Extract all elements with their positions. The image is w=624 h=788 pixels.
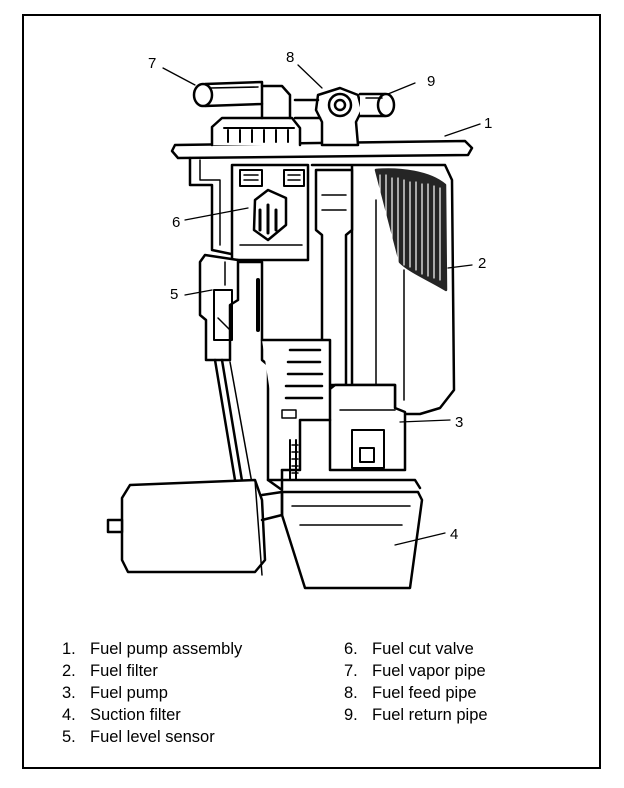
legend-item-fuel-filter: 2.Fuel filter <box>62 662 158 680</box>
legend-item-fuel-pump: 3.Fuel pump <box>62 684 168 702</box>
legend-item-fuel-cut-valve: 6.Fuel cut valve <box>344 640 474 658</box>
suction-filter <box>260 490 424 590</box>
fuel-pump <box>320 383 407 472</box>
legend-left-column: 1.Fuel pump assembly 2.Fuel filter 3.Fue… <box>62 638 242 748</box>
fuel-feed-pipe <box>293 86 364 147</box>
pump-housing <box>260 338 422 490</box>
fuel-cut-valve <box>230 163 310 262</box>
legend-item-fuel-level-sensor: 5.Fuel level sensor <box>62 728 215 746</box>
fuel-level-sensor <box>198 253 260 362</box>
bracket-body <box>188 156 284 492</box>
callout-9: 9 <box>427 73 435 90</box>
callout-leaders <box>162 64 481 546</box>
callout-5: 5 <box>170 286 178 303</box>
fuel-return-pipe <box>358 92 396 118</box>
flange-rim <box>184 154 461 159</box>
callout-7: 7 <box>148 55 156 72</box>
legend-item-fuel-vapor-pipe: 7.Fuel vapor pipe <box>344 662 486 680</box>
callout-1: 1 <box>484 115 492 132</box>
flange-plate <box>170 139 474 160</box>
callout-3: 3 <box>455 414 463 431</box>
top-connector <box>210 116 302 147</box>
callout-4: 4 <box>450 526 458 543</box>
fuel-vapor-pipe <box>192 80 292 120</box>
fuel-filter <box>310 163 456 416</box>
figure-frame <box>22 14 601 769</box>
callout-6: 6 <box>172 214 180 231</box>
legend-item-fuel-pump-assembly: 1.Fuel pump assembly <box>62 640 243 658</box>
callout-8: 8 <box>286 49 294 66</box>
callout-2: 2 <box>478 255 486 272</box>
legend-item-suction-filter: 4.Suction filter <box>62 706 181 724</box>
float <box>106 478 267 576</box>
legend-item-fuel-feed-pipe: 8.Fuel feed pipe <box>344 684 477 702</box>
legend-item-fuel-return-pipe: 9.Fuel return pipe <box>344 706 488 724</box>
legend-right-column: 6.Fuel cut valve 7.Fuel vapor pipe 8.Fue… <box>344 638 488 726</box>
